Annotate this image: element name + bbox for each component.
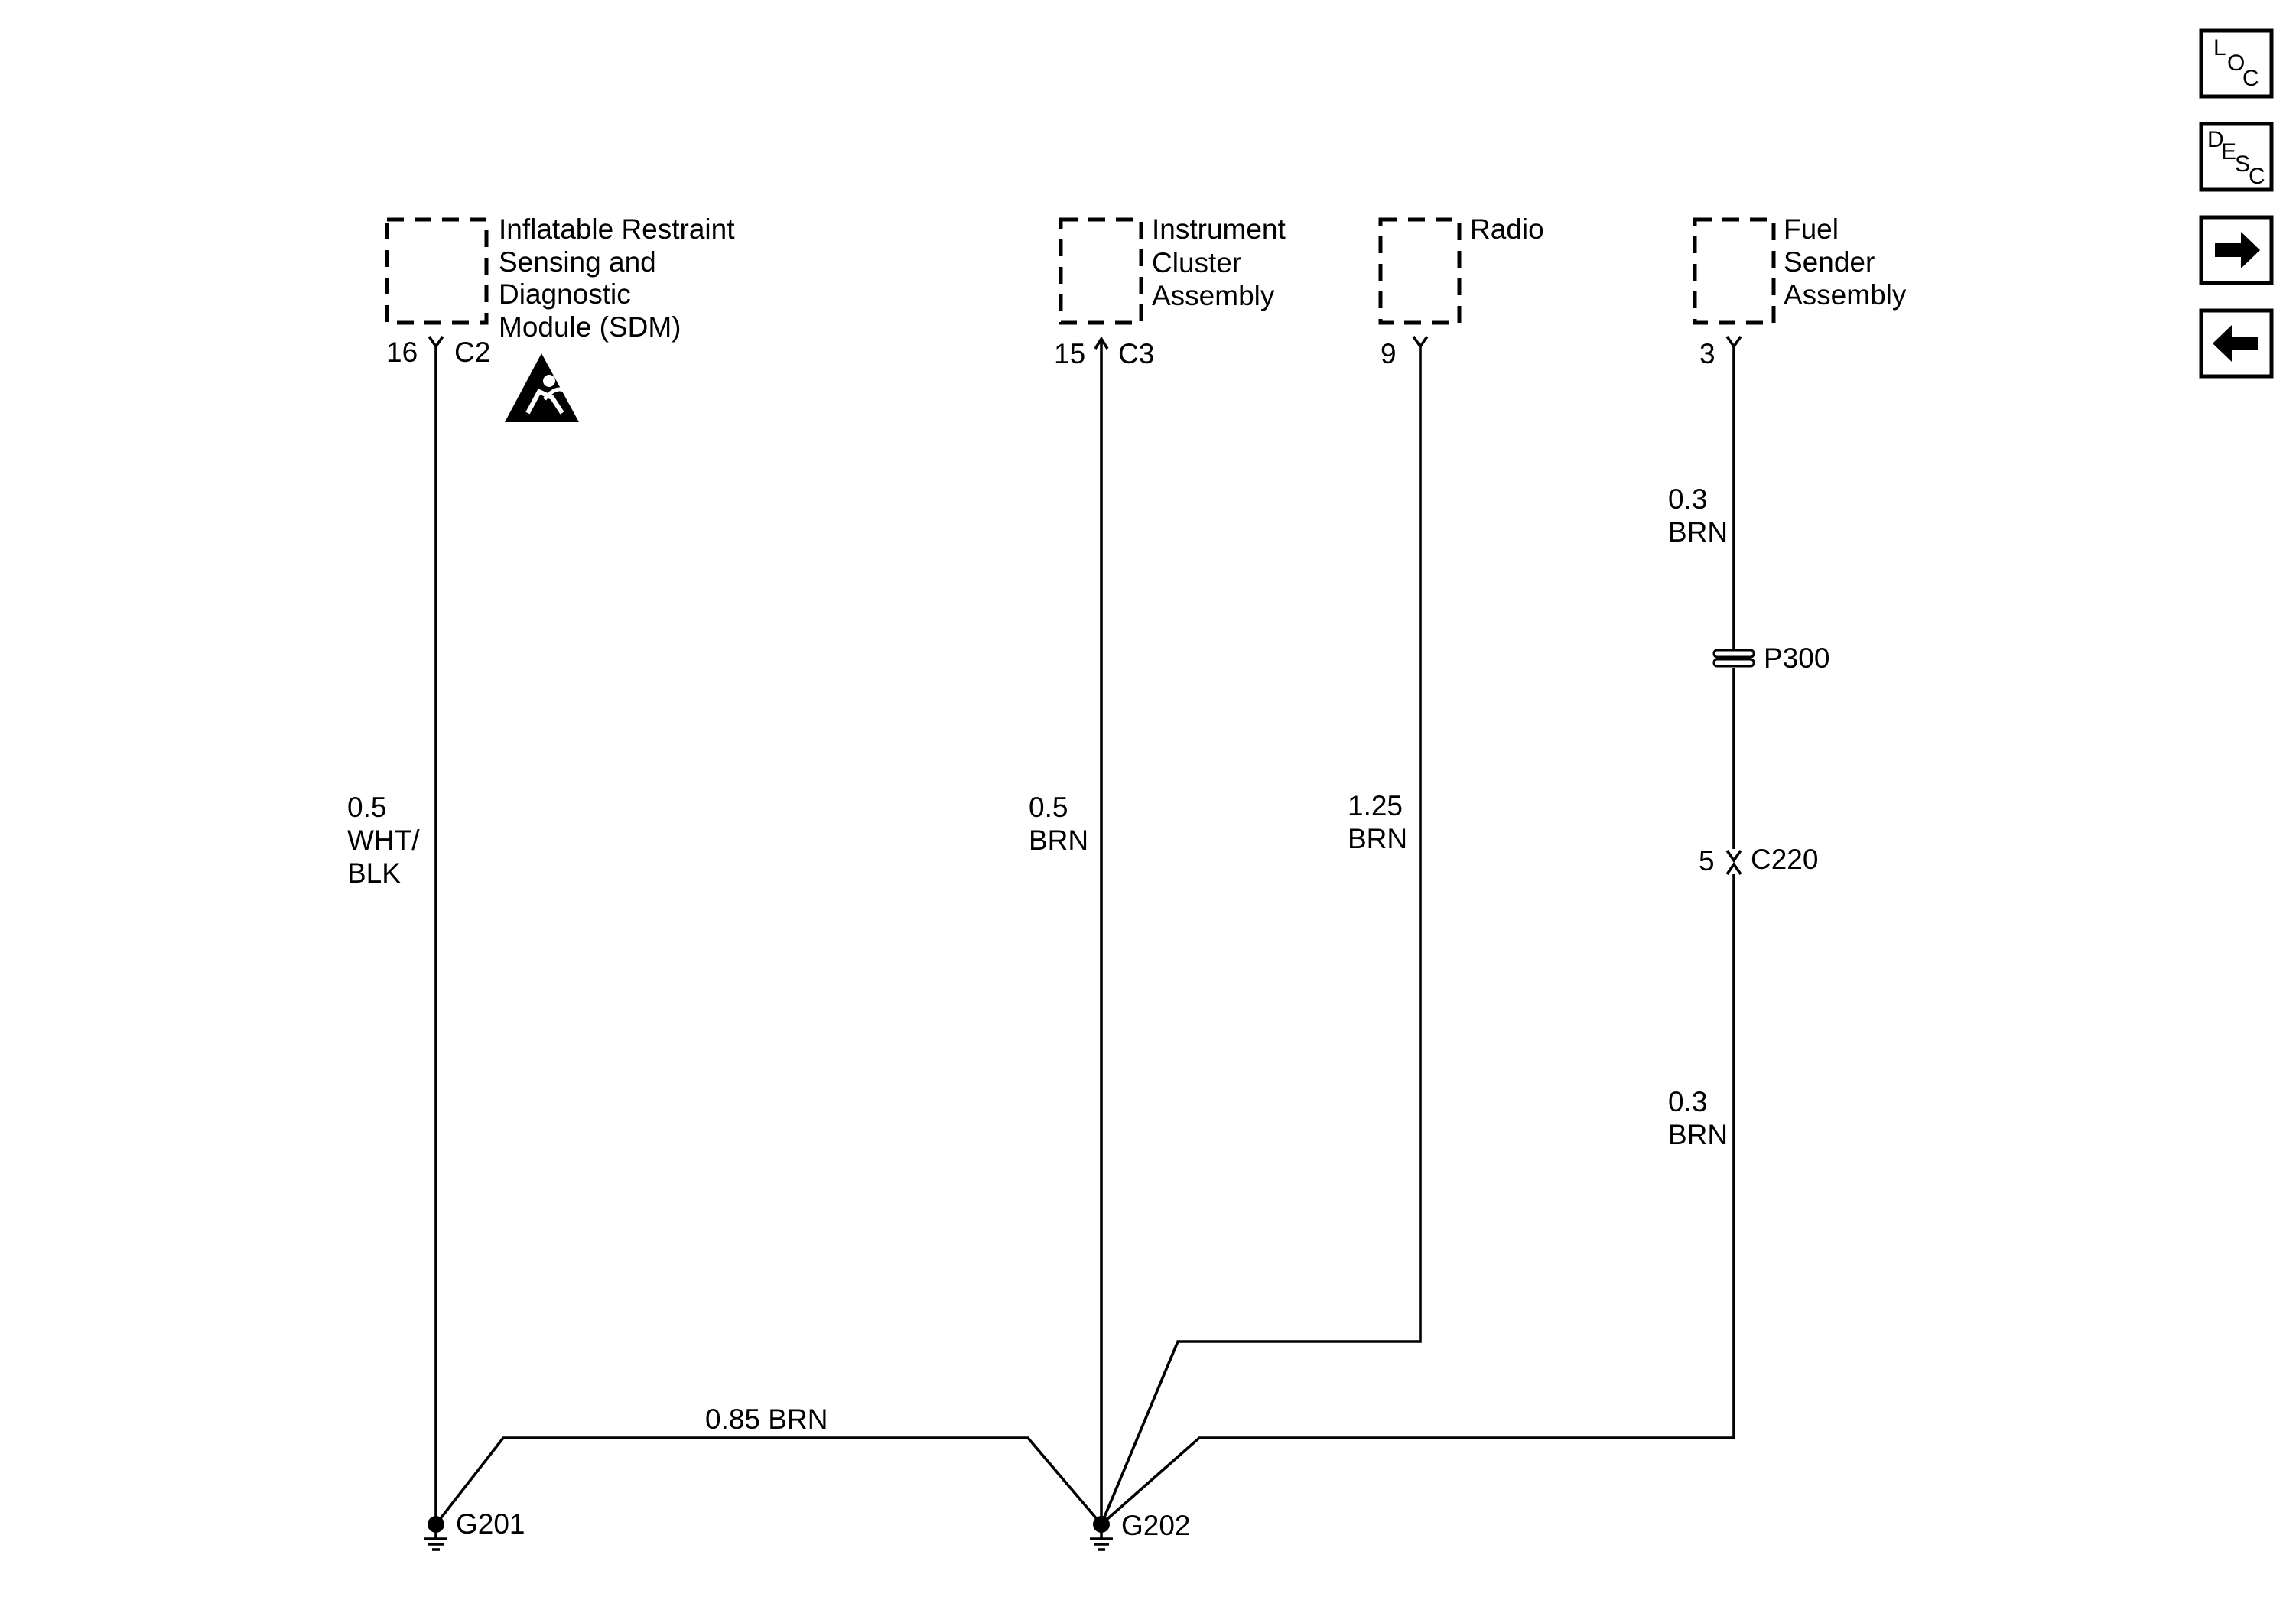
sdm-wire-gauge: 0.5 <box>347 792 386 823</box>
airbag-warning-icon <box>505 353 579 422</box>
back-button[interactable] <box>2199 308 2274 379</box>
g202-ground-dot-icon <box>1093 1516 1110 1533</box>
ground-g202: G202 <box>1090 1510 1191 1551</box>
sdm-wire-color-1: WHT/ <box>347 825 420 856</box>
sdm-connector-id: C2 <box>454 337 490 368</box>
sdm-name-line-3: Diagnostic <box>499 278 631 310</box>
desc-letter-s: S <box>2235 151 2250 177</box>
fuel-upper-wire-color: BRN <box>1668 516 1728 548</box>
c220-male-terminal-icon <box>1725 861 1742 876</box>
fuel-name-line-1: Fuel <box>1784 213 1839 245</box>
c220-pin-number: 5 <box>1699 845 1715 877</box>
c220-to-ground-wire <box>1100 874 1735 1526</box>
loc-letter-c: C <box>2242 66 2259 91</box>
radio-pin-number: 9 <box>1381 338 1397 369</box>
arrow-right-icon <box>2215 232 2260 268</box>
fuel-female-terminal-icon <box>1725 335 1742 350</box>
radio-wire-gauge: 1.25 <box>1348 790 1403 821</box>
radio-female-terminal-icon <box>1412 335 1429 350</box>
radio-box <box>1378 217 1462 325</box>
splice-label: P300 <box>1764 642 1829 674</box>
desc-letter-c: C <box>2249 164 2265 189</box>
sdm-name-line-4: Module (SDM) <box>499 311 681 343</box>
splice-p300: P300 <box>1712 642 1829 674</box>
fuel-sender-component: Fuel Sender Assembly 3 <box>1693 213 1907 369</box>
fuel-lower-wire-color: BRN <box>1668 1119 1728 1150</box>
ground-link-wire <box>434 1436 1103 1526</box>
sdm-female-terminal-icon <box>428 335 444 350</box>
fuel-upper-wire-gauge: 0.3 <box>1668 483 1707 515</box>
ground-g201: G201 <box>424 1508 525 1551</box>
c220-label: C220 <box>1751 844 1818 875</box>
radio-ground-wire <box>1100 346 1422 1525</box>
cluster-name-line-3: Assembly <box>1152 280 1275 311</box>
ground-link-wire-label: 0.85 BRN <box>705 1403 828 1435</box>
cluster-name-line-2: Cluster <box>1152 247 1241 278</box>
radio-name: Radio <box>1470 213 1544 245</box>
cluster-wire-color: BRN <box>1029 825 1088 856</box>
g201-ground-dot-icon <box>428 1516 444 1533</box>
sdm-name-line-1: Inflatable Restraint <box>499 213 735 245</box>
cluster-pin-number: 15 <box>1054 338 1085 369</box>
sdm-component: Inflatable Restraint Sensing and Diagnos… <box>385 213 735 422</box>
arrow-left-icon <box>2213 325 2258 362</box>
instrument-cluster-component: Instrument Cluster Assembly 15 C3 <box>1054 213 1286 369</box>
sdm-wire-color-2: BLK <box>347 857 401 889</box>
inline-connector-c220: 5 C220 <box>1699 844 1818 877</box>
desc-button[interactable]: D E S C <box>2199 122 2274 192</box>
fuel-pin-number: 3 <box>1699 338 1715 369</box>
radio-component: Radio 9 <box>1378 213 1544 369</box>
loc-letter-o: O <box>2227 50 2245 76</box>
fuel-lower-wire-gauge: 0.3 <box>1668 1086 1707 1117</box>
sdm-pin-number: 16 <box>386 337 418 368</box>
g201-ground-symbol-icon <box>424 1532 447 1551</box>
fuel-name-line-2: Sender <box>1784 246 1875 278</box>
ground-g202-label: G202 <box>1121 1510 1191 1541</box>
fuel-name-line-3: Assembly <box>1784 279 1907 311</box>
sdm-name-line-2: Sensing and <box>499 246 656 278</box>
desc-letter-e: E <box>2221 139 2236 164</box>
fuel-sender-box <box>1693 217 1776 325</box>
loc-letter-l: L <box>2213 35 2226 60</box>
cluster-connector-id: C3 <box>1118 338 1154 369</box>
loc-button[interactable]: L O C <box>2199 28 2274 99</box>
cluster-name-line-1: Instrument <box>1152 213 1286 245</box>
instrument-cluster-box <box>1059 217 1143 325</box>
cluster-wire-gauge: 0.5 <box>1029 792 1068 823</box>
ground-g201-label: G201 <box>456 1508 525 1540</box>
g202-ground-symbol-icon <box>1090 1532 1113 1551</box>
sdm-box <box>385 217 489 325</box>
radio-wire-color: BRN <box>1348 823 1407 854</box>
forward-button[interactable] <box>2199 215 2274 285</box>
c220-female-terminal-icon <box>1725 849 1742 864</box>
desc-letter-d: D <box>2207 127 2224 152</box>
